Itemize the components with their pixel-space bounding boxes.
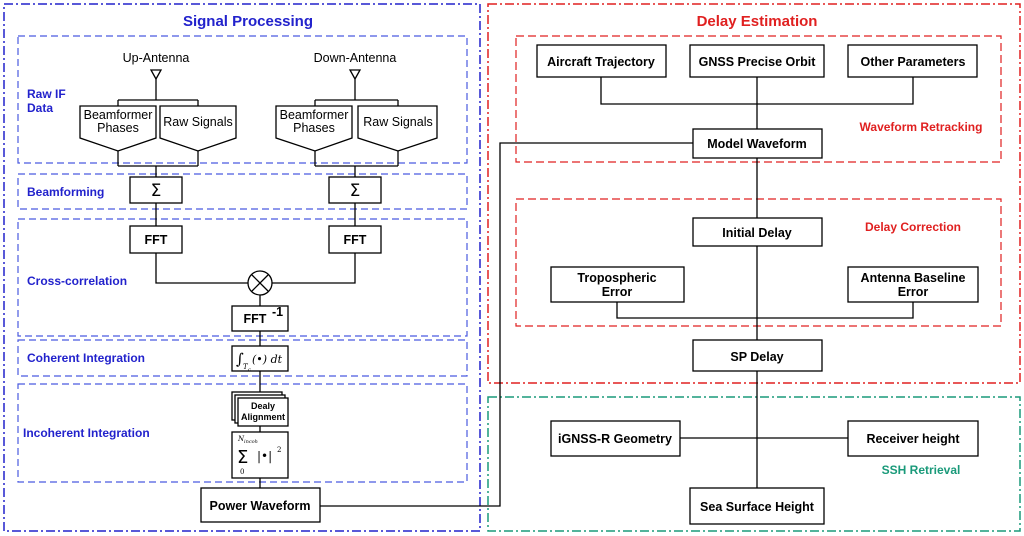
model-waveform-block xyxy=(692,128,823,159)
power-waveform-block xyxy=(200,487,321,523)
incoherent-body: |•| xyxy=(257,449,272,463)
dealy-alignment-line2: Alignment xyxy=(241,412,285,422)
initial-delay-block xyxy=(692,217,823,247)
down-antenna-label: Down-Antenna xyxy=(314,51,397,65)
raw-if-stage-frame xyxy=(17,35,468,164)
up-raw-signals-block xyxy=(159,105,237,152)
delay-estimation-title: Delay Estimation xyxy=(697,13,818,30)
sp-delay-label: SP Delay xyxy=(730,350,783,364)
up-antenna-icon xyxy=(149,69,163,81)
power-waveform-label: Power Waveform xyxy=(210,499,311,513)
up-raw-signals-label: Raw Signals xyxy=(163,115,232,129)
tropospheric-error-block xyxy=(550,266,685,303)
ssh-retrieval-frame xyxy=(487,396,1021,532)
up-antenna-label: Up-Antenna xyxy=(123,51,190,65)
incoherent-stage-frame xyxy=(17,383,468,483)
up-beamformer-phases-line2: Phases xyxy=(97,121,139,135)
retracking-connector xyxy=(320,142,693,507)
coherent-integration-block xyxy=(231,345,289,372)
sea-surface-height-label: Sea Surface Height xyxy=(700,500,815,514)
ifft-superscript: -1 xyxy=(272,305,283,319)
incoherent-pow: 2 xyxy=(277,446,281,454)
receiver-height-block xyxy=(847,420,979,457)
other-parameters-label: Other Parameters xyxy=(861,55,966,69)
gnss-precise-orbit-label: GNSS Precise Orbit xyxy=(699,55,817,69)
coherent-sub: T xyxy=(243,363,249,371)
model-waveform-label: Model Waveform xyxy=(707,137,807,151)
waveform-retracking-label: Waveform Retracking xyxy=(860,120,983,134)
beamforming-label: Beamforming xyxy=(27,185,104,199)
coherent-sub2: c xyxy=(248,367,251,373)
beamforming-stage-frame xyxy=(17,173,468,210)
coherent-stage-frame xyxy=(17,339,468,377)
down-antenna-icon xyxy=(348,69,362,81)
cross-correlation-label: Cross-correlation xyxy=(27,274,127,288)
antenna-baseline-error-line2: Error xyxy=(898,285,929,299)
ignss-r-geometry-block xyxy=(550,420,681,457)
sp-delay-block xyxy=(692,339,823,372)
incoherent-upper-sub: incoh xyxy=(244,439,258,445)
antenna-baseline-error-line1: Antenna Baseline xyxy=(861,271,966,285)
delay-correction-label: Delay Correction xyxy=(865,220,961,234)
up-sum-symbol: Σ xyxy=(151,181,162,201)
down-beamformer-phases-line1: Beamformer xyxy=(280,108,349,122)
signal-processing-frame xyxy=(3,3,481,532)
down-fft-block xyxy=(328,225,382,254)
up-beamformer-phases-line1: Beamformer xyxy=(84,108,153,122)
incoherent-lower: 0 xyxy=(240,468,244,476)
down-sum-symbol: Σ xyxy=(350,181,361,201)
down-beamformer-phases-line2: Phases xyxy=(293,121,335,135)
waveform-retracking-frame xyxy=(515,35,1002,163)
up-sum-block xyxy=(129,176,183,204)
tropospheric-error-line2: Error xyxy=(602,285,633,299)
gnss-precise-orbit-block xyxy=(689,44,825,78)
up-fft-label: FFT xyxy=(145,233,168,247)
down-raw-signals-label: Raw Signals xyxy=(363,115,432,129)
delay-estimation-frame xyxy=(487,3,1021,384)
coherent-integral-symbol: ∫ xyxy=(236,350,244,368)
initial-delay-label: Initial Delay xyxy=(722,226,792,240)
down-fft-label: FFT xyxy=(344,233,367,247)
aircraft-trajectory-block xyxy=(536,44,667,78)
raw-if-label-line1: Raw IF xyxy=(27,87,66,101)
incoherent-sum-symbol: Σ xyxy=(237,447,248,468)
coherent-integration-label: Coherent Integration xyxy=(27,351,145,365)
raw-if-label-line2: Data xyxy=(27,101,53,115)
tropospheric-error-line1: Tropospheric xyxy=(577,271,656,285)
antenna-baseline-error-block xyxy=(847,266,979,303)
down-beamformer-phases-block xyxy=(275,105,353,152)
aircraft-trajectory-label: Aircraft Trajectory xyxy=(547,55,655,69)
down-sum-block xyxy=(328,176,382,204)
ifft-label: FFT xyxy=(244,312,267,326)
receiver-height-label: Receiver height xyxy=(866,432,960,446)
dealy-alignment-line1: Dealy xyxy=(251,401,275,411)
ignss-r-geometry-label: iGNSS-R Geometry xyxy=(558,432,672,446)
down-raw-signals-block xyxy=(357,105,438,152)
incoherent-sum-block xyxy=(231,431,289,479)
incoherent-integration-label: Incoherent Integration xyxy=(23,426,150,440)
coherent-body: (•) dt xyxy=(252,353,283,366)
delay-correction-frame xyxy=(515,198,1002,327)
up-beamformer-phases-block xyxy=(79,105,157,152)
dealy-alignment-block xyxy=(237,397,289,427)
sea-surface-height-block xyxy=(689,487,825,525)
cross-correlation-stage-frame xyxy=(17,218,468,337)
incoherent-upper: N xyxy=(237,435,245,443)
up-fft-block xyxy=(129,225,183,254)
signal-processing-title: Signal Processing xyxy=(183,13,313,30)
ssh-retrieval-label: SSH Retrieval xyxy=(882,463,961,477)
other-parameters-block xyxy=(847,44,978,78)
ifft-block xyxy=(231,305,289,332)
